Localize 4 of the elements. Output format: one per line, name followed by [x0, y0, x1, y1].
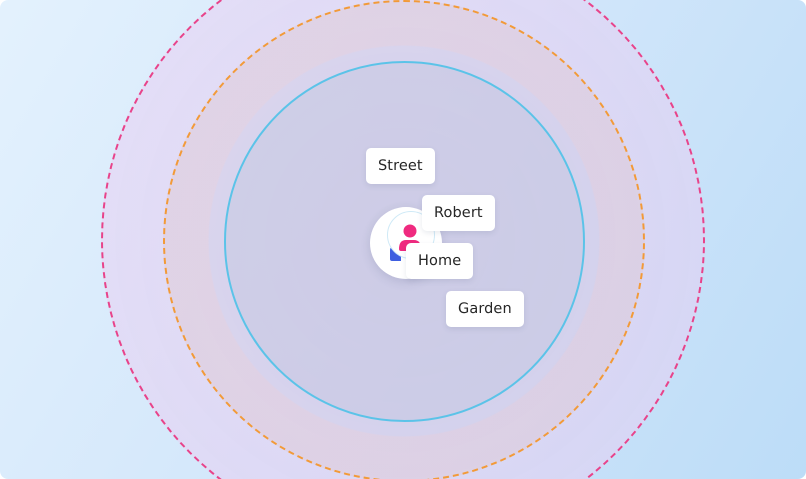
name-tag: Home [406, 243, 474, 279]
name-tag: Garden [446, 291, 524, 327]
name-tag: Street [366, 148, 435, 184]
name-tag: Robert [422, 195, 495, 231]
